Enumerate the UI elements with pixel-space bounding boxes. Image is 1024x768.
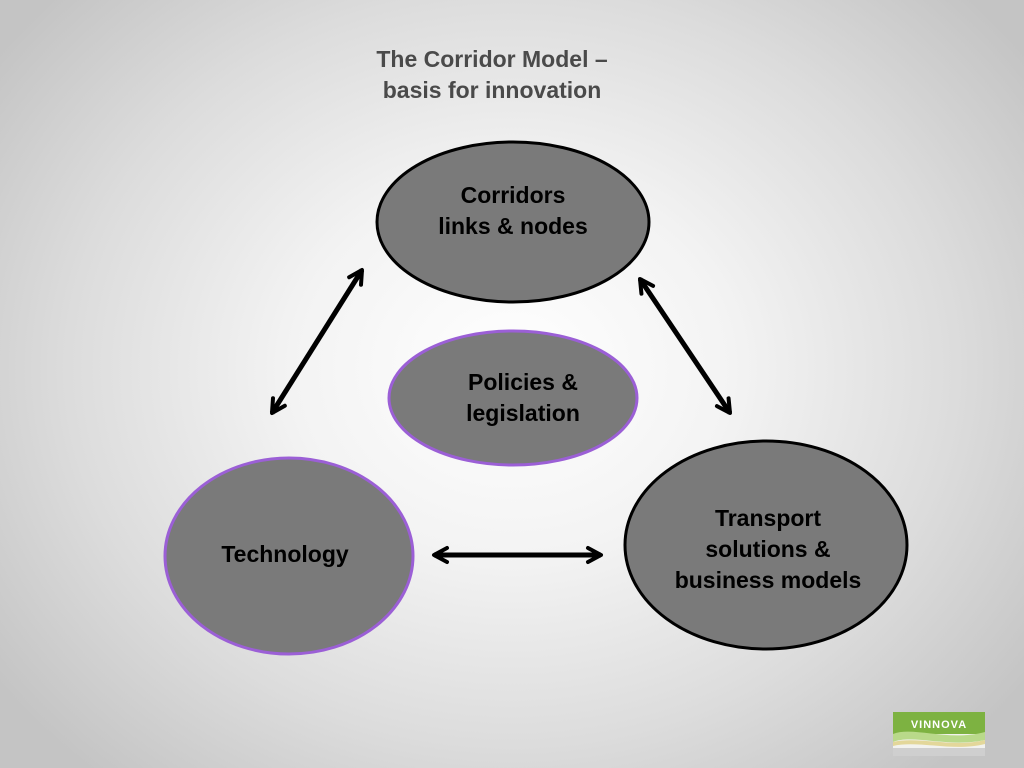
vinnova-logo-text: VINNOVA [911,719,967,731]
corridors-node [375,140,651,304]
technology-node [163,456,415,656]
transport-label-line-2: solutions & [705,536,831,562]
transport-node [623,439,909,651]
arrow-corridors-transport [637,277,733,415]
policies-label: Policies & legislation [413,367,633,429]
corridors-label-line-2: links & nodes [438,213,588,239]
slide-title-line-1: The Corridor Model – [376,46,608,72]
slide-title-line-2: basis for innovation [382,77,602,103]
corridors-label: Corridors links & nodes [413,180,613,242]
corridors-label-line-1: Corridors [460,182,566,208]
technology-label-line-1: Technology [221,541,349,567]
vinnova-logo: VINNOVA [893,712,985,756]
transport-label-line-3: business models [674,567,862,593]
technology-label: Technology [185,539,385,570]
policies-label-line-1: Policies & [468,369,578,395]
transport-label-line-1: Transport [714,505,822,531]
arrow-corridors-technology [269,268,365,415]
policies-node [387,329,639,467]
policies-label-line-2: legislation [466,400,580,426]
transport-label: Transport solutions & business models [648,503,888,596]
slide-title: The Corridor Model – basis for innovatio… [292,44,692,106]
